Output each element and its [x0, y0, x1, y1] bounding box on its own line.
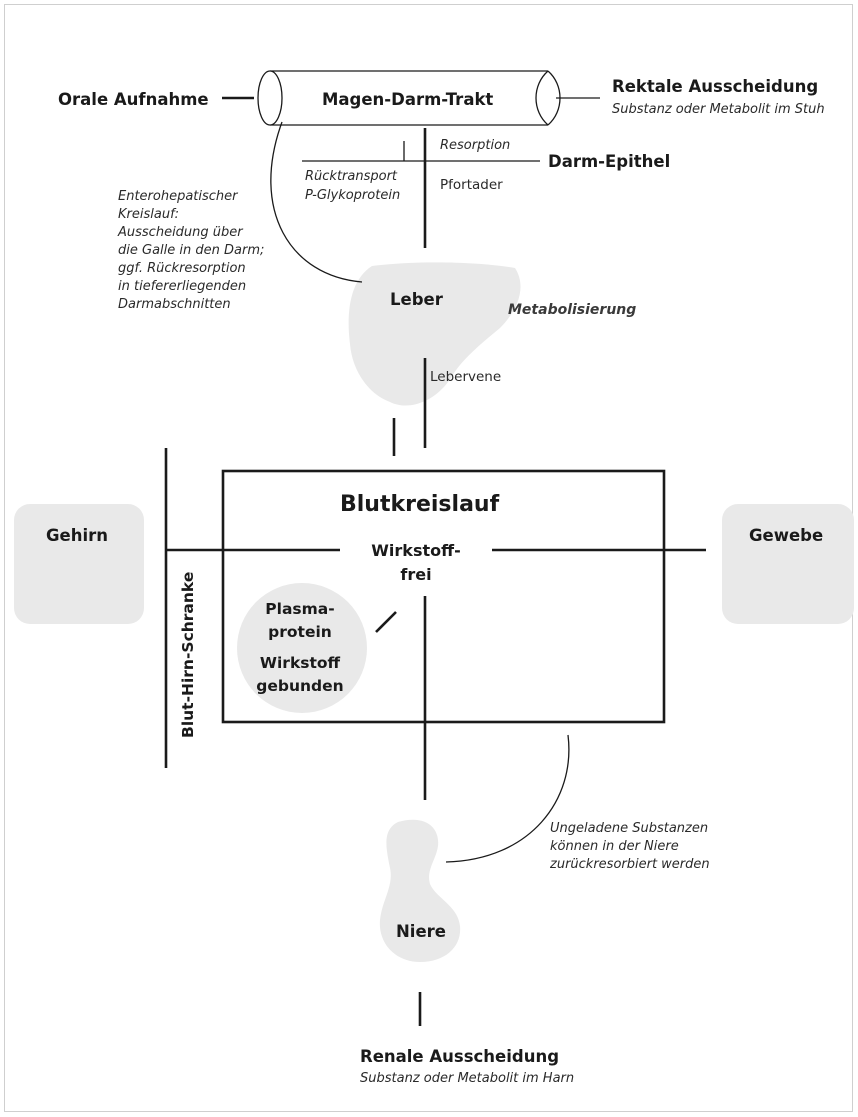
resorption-label: Resorption [440, 138, 510, 153]
liver-label: Leber [390, 290, 444, 309]
liver-shape [348, 262, 521, 406]
brain-label: Gehirn [46, 526, 108, 545]
entero-line: Kreislauf: [118, 207, 179, 222]
bloodstream-box [221, 469, 666, 724]
binding-tick [375, 611, 397, 633]
gi-tract-label: Magen-Darm-Trakt [322, 90, 493, 109]
bound-drug-line1: Wirkstoff [260, 654, 341, 672]
epithel-label: Darm-Epithel [548, 152, 670, 171]
back-transport-label: Rücktransport [305, 169, 398, 184]
kidney-label: Niere [396, 922, 446, 941]
brain-shape [14, 504, 144, 624]
plasma-protein-circle [237, 583, 367, 713]
tissue-shape [722, 504, 854, 624]
p-glycoprotein-label: P-Glykoprotein [305, 188, 400, 203]
kidney-note-line: Ungeladene Substanzen [550, 821, 708, 836]
kidney-shape [379, 819, 461, 962]
kidney-note-line: können in der Niere [550, 839, 679, 854]
entero-line: die Galle in den Darm; [118, 243, 264, 258]
bloodstream-title: Blutkreislauf [340, 492, 500, 517]
entero-line: Darmabschnitten [118, 297, 231, 312]
metabolism-label: Metabolisierung [508, 302, 636, 318]
entero-line: Enterohepatischer [118, 189, 239, 204]
free-drug-line1: Wirkstoff- [371, 541, 460, 560]
renal-excretion-subtitle: Substanz oder Metabolit im Harn [360, 1071, 574, 1086]
kidney-note-line: zurückresorbiert werden [549, 857, 710, 872]
renal-excretion-title: Renale Ausscheidung [360, 1047, 559, 1066]
portal-vein-label: Pfortader [440, 177, 503, 193]
rectal-subtitle: Substanz oder Metabolit im Stuh [612, 102, 825, 117]
rectal-title: Rektale Ausscheidung [612, 77, 818, 96]
kidney-reabsorption-curve [445, 734, 570, 863]
enterohepatic-note: Enterohepatischer Kreislauf: Ausscheidun… [117, 189, 264, 312]
tissue-label: Gewebe [749, 526, 823, 545]
oral-intake-label: Orale Aufnahme [58, 90, 209, 109]
bound-drug-line2: gebunden [256, 677, 343, 695]
plasma-protein-line2: protein [268, 623, 332, 641]
entero-line: in tiefererliegenden [118, 279, 246, 294]
free-drug-line2: frei [400, 565, 431, 584]
entero-line: Ausscheidung über [117, 225, 244, 240]
liver-vein-label: Lebervene [430, 369, 501, 385]
kidney-note: Ungeladene Substanzen können in der Nier… [549, 821, 710, 872]
plasma-protein-line1: Plasma- [265, 600, 334, 618]
enterohepatic-curve [270, 121, 363, 283]
blood-brain-barrier-label: Blut-Hirn-Schranke [179, 572, 197, 738]
entero-line: ggf. Rückresorption [118, 261, 246, 276]
